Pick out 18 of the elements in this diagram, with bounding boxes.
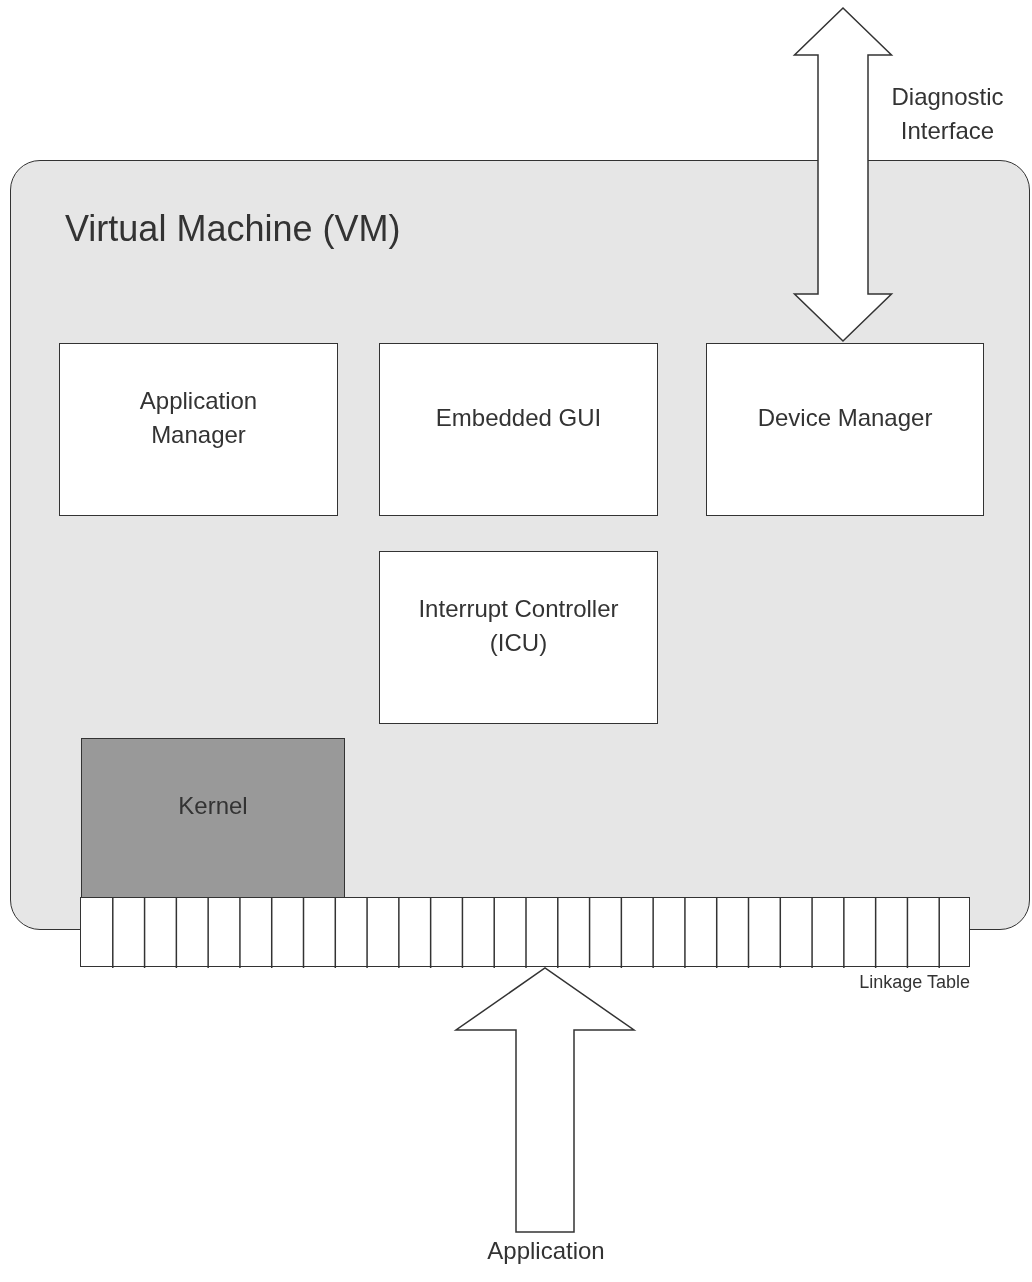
linkage-table	[80, 897, 970, 967]
component-box	[59, 343, 338, 516]
kernel-box	[81, 738, 345, 898]
component-label: Application Manager	[138, 385, 259, 450]
table-caption: Linkage Table	[858, 971, 970, 994]
edge-label: Diagnostic Interface	[890, 82, 1005, 146]
panel-title: Virtual Machine (VM)	[65, 207, 401, 251]
component-label: Embedded GUI	[434, 402, 603, 433]
component-box	[379, 343, 658, 516]
component-label: Kernel	[177, 791, 249, 821]
machine-panel	[10, 160, 1030, 930]
component-box	[379, 551, 658, 724]
component-label: Device Manager	[756, 402, 934, 433]
component-box	[706, 343, 984, 516]
component-label: Interrupt Controller (ICU)	[417, 593, 620, 658]
block-arrow	[453, 967, 637, 1233]
block-arrow	[792, 6, 894, 343]
input-label: Application	[466, 1234, 626, 1274]
